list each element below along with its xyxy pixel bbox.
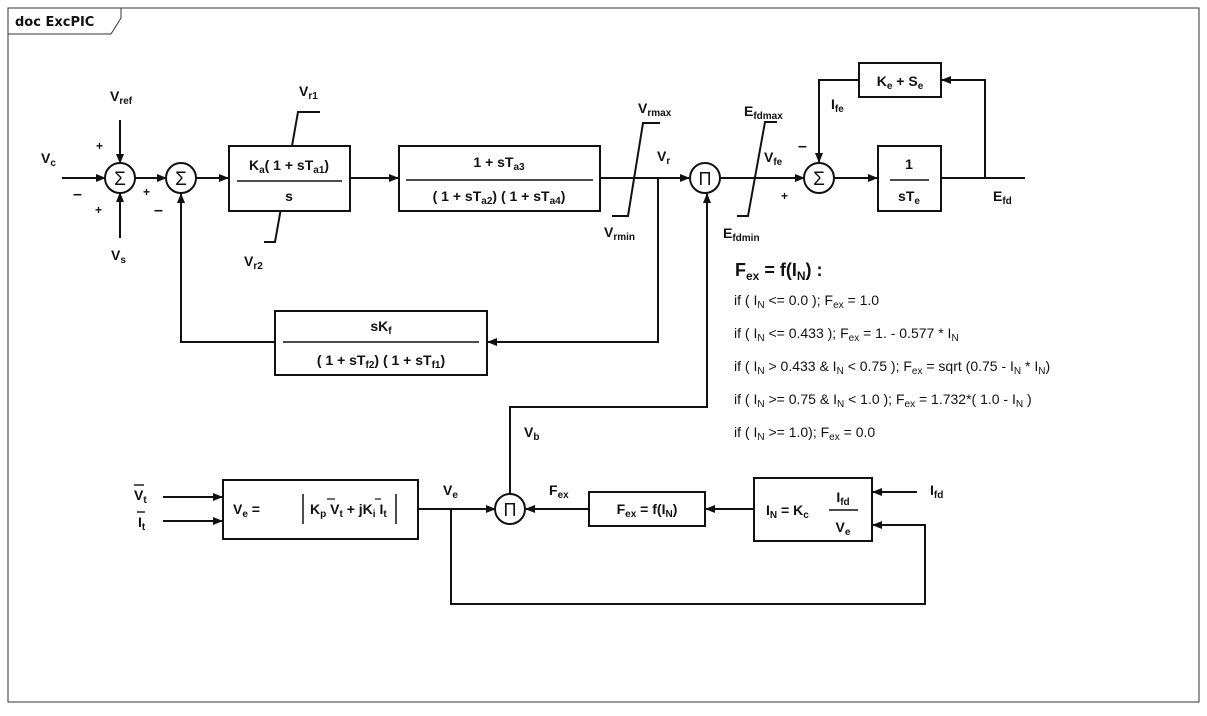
- sign-minus: –: [798, 138, 807, 155]
- svg-text:Kp Vt + jKi It: Kp Vt + jKi It: [310, 501, 387, 520]
- sigma-symbol: Σ: [175, 169, 187, 190]
- svg-text:Ke + Se: Ke + Se: [877, 73, 924, 92]
- label-vrmin: Vrmin: [604, 224, 635, 243]
- label-ife: Ife: [831, 96, 844, 115]
- svg-text:Fex = f(IN): Fex = f(IN): [617, 501, 678, 520]
- sign-minus: –: [73, 186, 82, 203]
- svg-text:Ve: Ve: [836, 519, 851, 538]
- block-ve-equation: Ve = Kp Vt + jKi It: [222, 479, 419, 540]
- label-fex: Fex: [549, 482, 569, 501]
- fex-definition: Fex = f(IN) : if ( IN <= 0.0 ); Fex = 1.…: [734, 260, 1050, 443]
- svg-text:( 1 + sTa2) ( 1 + sTa4): ( 1 + sTa2) ( 1 + sTa4): [433, 188, 566, 207]
- limiter-vrmax-vrmin: [612, 122, 660, 217]
- label-efd: Efd: [993, 188, 1012, 207]
- sign-plus: +: [781, 189, 788, 203]
- label-vr1: Vr1: [299, 83, 318, 102]
- block-fex-function: Fex = f(IN): [588, 491, 706, 527]
- doc-tab-label: doc ExcPIC: [15, 15, 94, 30]
- sigma-symbol: Σ: [813, 169, 825, 190]
- block-in-equation: IN = Kc Ifd Ve: [753, 477, 873, 542]
- label-it: It: [138, 514, 146, 533]
- sign-plus: +: [95, 203, 102, 217]
- svg-text:Ka( 1 + sTa1): Ka( 1 + sTa1): [249, 157, 329, 176]
- sign-plus: +: [143, 185, 150, 199]
- block-ka: Ka( 1 + sTa1) s: [228, 145, 351, 212]
- label-vr2: Vr2: [244, 253, 263, 272]
- fex-rule-4: if ( IN >= 0.75 & IN < 1.0 ); Fex = 1.73…: [734, 391, 1032, 410]
- frame-border: [7, 7, 1200, 703]
- fex-rule-2: if ( IN <= 0.433 ); Fex = 1. - 0.577 * I…: [734, 325, 959, 344]
- svg-text:1 + sTa3: 1 + sTa3: [473, 154, 525, 173]
- fex-definition-title: Fex = f(IN) :: [735, 260, 823, 283]
- label-efdmax: Efdmax: [744, 103, 783, 122]
- signal-labels: Vc Vref Vs Vr1 Vr2 Vrmax Vrmin Vr Efdmax…: [41, 83, 1012, 533]
- block-1-over-ste: 1 sTe: [877, 145, 942, 212]
- svg-text:s: s: [285, 188, 293, 204]
- sum-junction-1: Σ: [104, 162, 136, 194]
- sign-plus: +: [96, 139, 103, 153]
- block-kf: sKf ( 1 + sTf2) ( 1 + sTf1): [274, 310, 488, 376]
- multiplier-2: Π: [494, 493, 526, 525]
- block-ke-se: Ke + Se: [858, 62, 942, 98]
- pi-symbol: Π: [699, 169, 712, 189]
- svg-text:sKf: sKf: [370, 318, 392, 337]
- label-vb: Vb: [524, 424, 539, 443]
- limiter-efdmax-efdmin: [737, 121, 777, 217]
- sign-minus: –: [154, 202, 163, 219]
- label-vt: Vt: [134, 487, 147, 506]
- svg-text:( 1 + sTf2) ( 1 + sTf1): ( 1 + sTf2) ( 1 + sTf1): [317, 352, 445, 371]
- label-ve: Ve: [443, 482, 458, 501]
- sum-junction-2: Σ: [165, 162, 197, 194]
- fex-rule-1: if ( IN <= 0.0 ); Fex = 1.0: [734, 292, 879, 311]
- fex-rule-5: if ( IN >= 1.0); Fex = 0.0: [734, 424, 875, 443]
- svg-text:sTe: sTe: [898, 188, 920, 207]
- junction-signs: + – + + – – +: [73, 138, 807, 219]
- doc-tab-shape: [8, 7, 122, 35]
- svg-text:1: 1: [905, 156, 913, 172]
- fex-rule-3: if ( IN > 0.433 & IN < 0.75 ); Fex = sqr…: [734, 358, 1050, 377]
- pi-symbol: Π: [504, 500, 517, 520]
- label-vfe: Vfe: [764, 149, 783, 168]
- label-vrmax: Vrmax: [638, 100, 672, 119]
- label-vs: Vs: [111, 247, 126, 266]
- label-vc: Vc: [41, 150, 56, 169]
- label-efdmin: Efdmin: [723, 225, 760, 244]
- svg-text:Ifd: Ifd: [836, 489, 849, 508]
- multiplier-1: Π: [689, 162, 721, 194]
- sum-junction-3: Σ: [803, 162, 835, 194]
- label-ifd: Ifd: [930, 482, 943, 501]
- sigma-symbol: Σ: [114, 169, 126, 190]
- block-lead-lag: 1 + sTa3 ( 1 + sTa2) ( 1 + sTa4): [398, 145, 601, 212]
- label-vref: Vref: [110, 88, 133, 107]
- signal-lines: [62, 76, 1025, 605]
- label-vr: Vr: [657, 148, 670, 167]
- svg-text:Ve =: Ve =: [233, 501, 260, 520]
- svg-text:IN = Kc: IN = Kc: [766, 502, 809, 521]
